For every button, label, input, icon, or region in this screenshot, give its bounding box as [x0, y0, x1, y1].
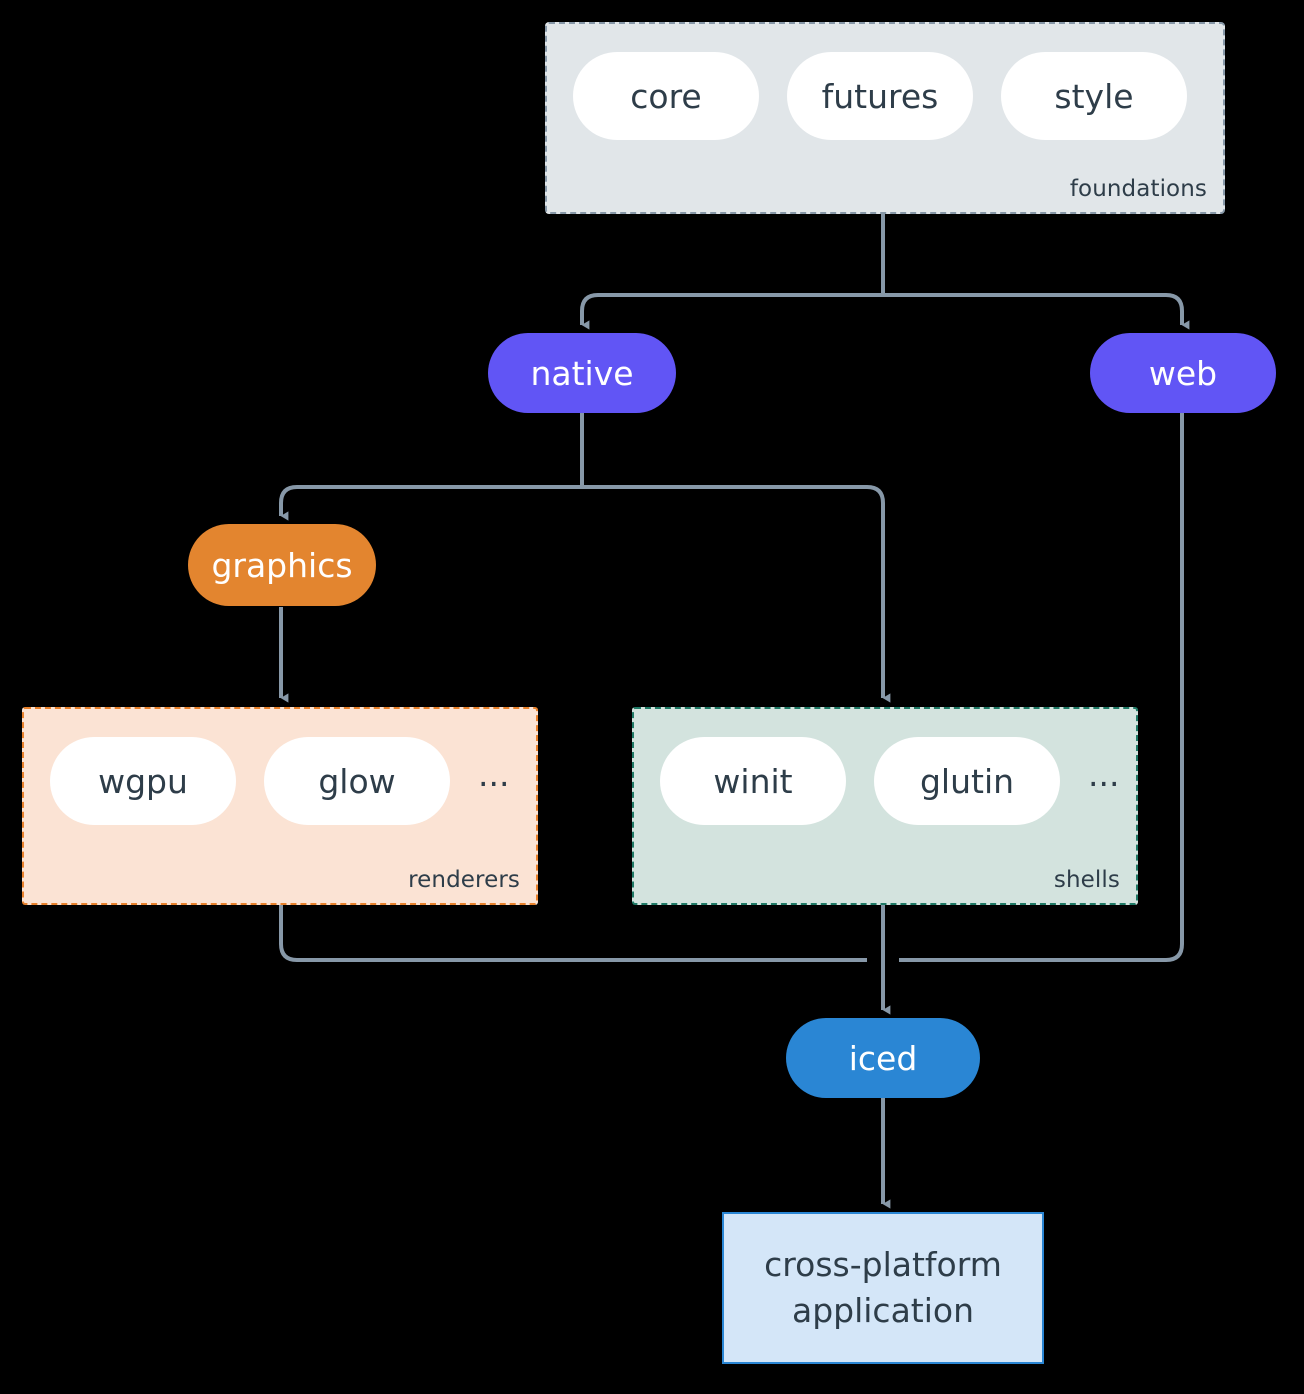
application-label-line1: cross-platform: [764, 1245, 1002, 1285]
edge-foundations-web: [883, 293, 1190, 330]
edge-renderers-iced: [279, 905, 867, 962]
shells-chip-row: winit glutin ...: [660, 737, 1119, 825]
edge-foundations-native: [580, 293, 883, 330]
chip-winit[interactable]: winit: [660, 737, 846, 825]
shells-more-ellipsis: ...: [1088, 754, 1120, 794]
node-iced[interactable]: iced: [786, 1018, 980, 1098]
chip-futures[interactable]: futures: [787, 52, 973, 140]
application-label-line2: application: [791, 1291, 975, 1330]
node-native[interactable]: native: [488, 333, 676, 413]
chip-style[interactable]: style: [1001, 52, 1187, 140]
group-label-renderers: renderers: [408, 867, 520, 893]
chip-glutin[interactable]: glutin: [874, 737, 1060, 825]
group-renderers: wgpu glow ... renderers: [22, 707, 538, 905]
renderers-chip-row: wgpu glow ...: [50, 737, 509, 825]
renderers-more-ellipsis: ...: [478, 754, 510, 794]
group-label-shells: shells: [1053, 867, 1120, 893]
chip-wgpu[interactable]: wgpu: [50, 737, 236, 825]
group-foundations: core futures style foundations: [545, 22, 1225, 214]
foundations-chip-row: core futures style: [573, 52, 1187, 140]
chip-core[interactable]: core: [573, 52, 759, 140]
chip-glow[interactable]: glow: [264, 737, 450, 825]
group-label-foundations: foundations: [1069, 176, 1207, 202]
edge-native-graphics: [279, 485, 582, 521]
group-shells: winit glutin ... shells: [632, 707, 1138, 905]
node-cross-platform-application[interactable]: cross-platform application: [722, 1212, 1044, 1364]
edge-native-shells: [582, 485, 891, 703]
node-graphics[interactable]: graphics: [188, 524, 376, 606]
node-web[interactable]: web: [1090, 333, 1276, 413]
